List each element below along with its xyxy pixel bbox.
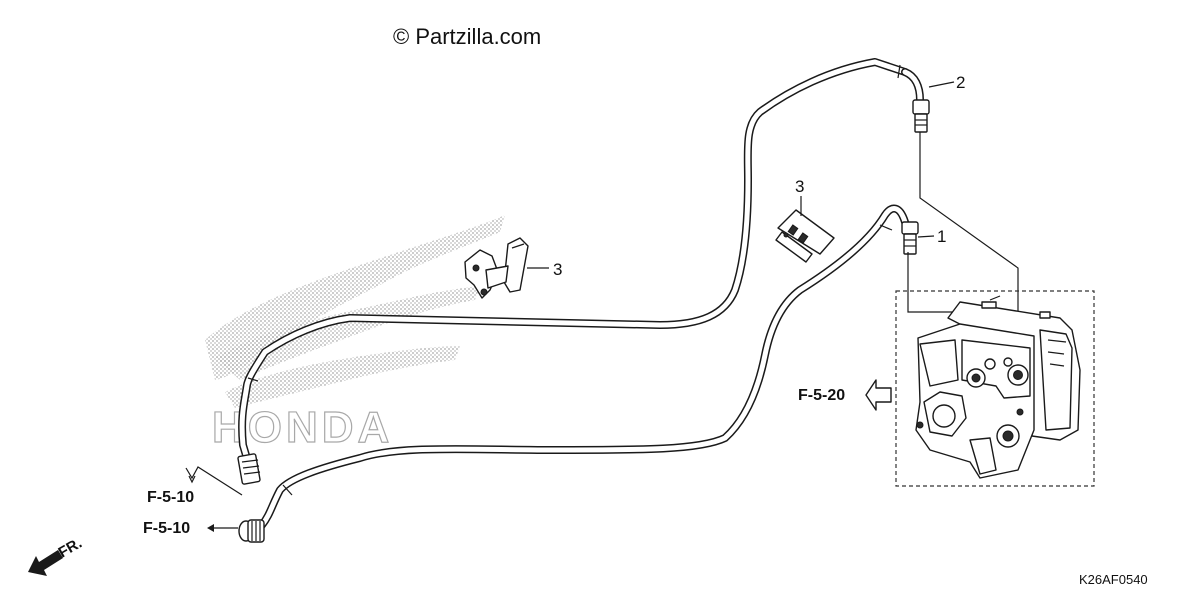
- callout-3-left: 3: [553, 260, 562, 279]
- pipe-clamp-right[interactable]: [775, 209, 835, 263]
- reference-f-5-10-upper[interactable]: F-5-10: [147, 466, 243, 506]
- copyright-text: © Partzilla.com: [393, 24, 541, 49]
- pipe-fitting-lower-right: [901, 221, 919, 255]
- callout-2: 2: [956, 73, 965, 92]
- abs-modulator-unit[interactable]: [915, 295, 1081, 479]
- leader-2: [928, 81, 955, 88]
- abs-unit-boundary: [895, 290, 1095, 487]
- reference-f-5-10-lower[interactable]: F-5-10: [143, 520, 238, 537]
- ref-f-5-10-lower-label: F-5-10: [143, 520, 190, 537]
- diagram-code: K26AF0540: [1079, 572, 1148, 587]
- reference-f-5-20[interactable]: F-5-20: [798, 379, 892, 411]
- brake-pipe-lower[interactable]: [258, 204, 909, 529]
- pipe-clamp-left[interactable]: [464, 237, 529, 299]
- ref-f-5-20-label: F-5-20: [798, 387, 845, 404]
- pipe-fitting-left-lower: [238, 519, 265, 543]
- pipe-fitting-upper-right: [912, 99, 930, 133]
- front-arrow-icon: [28, 550, 63, 576]
- brake-pipe-upper[interactable]: [238, 58, 924, 466]
- leader-1: [917, 235, 935, 238]
- honda-wing-watermark: HONDA: [205, 215, 505, 453]
- ref-f-5-10-upper-label: F-5-10: [147, 489, 194, 506]
- front-direction-indicator: FR.: [28, 535, 85, 576]
- pipe-fitting-left-upper: [237, 453, 261, 485]
- callout-3-right: 3: [795, 177, 804, 196]
- callout-1: 1: [937, 227, 946, 246]
